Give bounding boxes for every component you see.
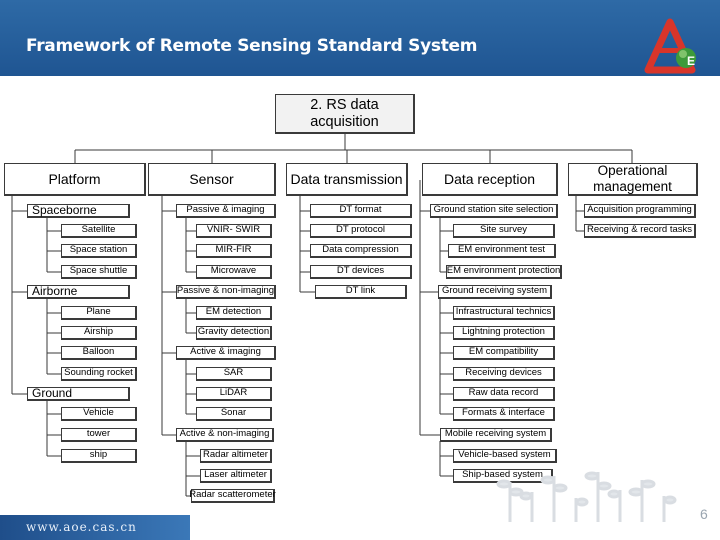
decorative-plants-graphic <box>496 471 677 522</box>
sensor-category-active-non-imaging: Active & non-imaging <box>176 428 274 442</box>
dr-item-em-environment-test: EM environment test <box>448 244 556 258</box>
dr-category-ground-station-site-selection: Ground station site selection <box>430 204 558 218</box>
platform-item-tower: tower <box>61 428 137 442</box>
sensor-item-radar-scatterometer: Radar scatterometer <box>189 489 276 503</box>
sensor-item-lidar: LiDAR <box>196 387 272 401</box>
root-line-2: acquisition <box>310 113 379 130</box>
sensor-category-passive-imaging: Passive & imaging <box>176 204 276 218</box>
dr-item-site-survey: Site survey <box>453 224 555 238</box>
sensor-item-laser-altimeter: Laser altimeter <box>200 469 272 483</box>
footer-bar <box>0 515 190 540</box>
operational-management-label: Operational management <box>593 163 672 194</box>
sensor-category-passive-non-imaging: Passive & non-imaging <box>176 285 276 299</box>
slide-title: Framework of Remote Sensing Standard Sys… <box>26 36 478 56</box>
column-header-operational-management: Operational management <box>568 163 698 196</box>
platform-category-spaceborne: Spaceborne <box>27 203 130 218</box>
platform-item-satellite: Satellite <box>61 224 137 238</box>
platform-item-space-station: Space station <box>61 244 137 258</box>
dt-item-protocol: DT protocol <box>310 224 412 238</box>
root-node-rs-data-acquisition: 2. RS data acquisition <box>275 94 415 134</box>
platform-item-airship: Airship <box>61 326 137 340</box>
sensor-item-em-detection: EM detection <box>196 306 272 320</box>
sensor-item-vnir-swir: VNIR- SWIR <box>196 224 272 238</box>
dr-item-infrastructural-technics: Infrastructural technics <box>453 306 555 320</box>
dt-item-data-compression: Data compression <box>310 244 412 258</box>
dr-item-vehicle-based-system: Vehicle-based system <box>453 449 557 463</box>
sensor-category-active-imaging: Active & imaging <box>176 346 276 360</box>
column-header-sensor: Sensor <box>148 163 276 196</box>
dr-item-formats-interface: Formats & interface <box>453 407 555 421</box>
dt-item-format: DT format <box>310 204 412 218</box>
column-header-data-reception: Data reception <box>422 163 558 196</box>
platform-item-vehicle: Vehicle <box>61 407 137 421</box>
platform-category-airborne: Airborne <box>27 284 130 299</box>
platform-item-space-shuttle: Space shuttle <box>61 265 137 279</box>
dt-item-devices: DT devices <box>310 265 412 279</box>
sensor-item-sonar: Sonar <box>196 407 272 421</box>
sensor-item-mir-fir: MIR-FIR <box>196 244 272 258</box>
om-item-receiving-record-tasks: Receiving & record tasks <box>584 224 696 238</box>
platform-category-ground: Ground <box>27 386 130 401</box>
column-header-data-transmission: Data transmission <box>286 163 408 196</box>
root-line-1: 2. RS data <box>310 96 379 113</box>
dr-category-ground-receiving-system: Ground receiving system <box>438 285 552 299</box>
dr-item-raw-data-record: Raw data record <box>453 387 555 401</box>
dt-item-link: DT link <box>315 285 407 299</box>
page-number: 6 <box>700 506 708 522</box>
dr-item-lightning-protection: Lightning protection <box>453 326 555 340</box>
slide-header <box>0 0 720 76</box>
dr-category-mobile-receiving-system: Mobile receiving system <box>440 428 552 442</box>
sensor-item-radar-altimeter: Radar altimeter <box>200 449 272 463</box>
aoe-logo: E <box>644 18 696 74</box>
om-item-acquisition-programming: Acquisition programming <box>584 204 696 218</box>
svg-text:E: E <box>687 54 695 68</box>
platform-item-sounding-rocket: Sounding rocket <box>61 367 137 381</box>
dr-item-em-compatibility: EM compatibility <box>453 346 555 360</box>
dr-item-receiving-devices: Receiving devices <box>453 367 555 381</box>
sensor-item-microwave: Microwave <box>196 265 272 279</box>
platform-item-balloon: Balloon <box>61 346 137 360</box>
sensor-item-sar: SAR <box>196 367 272 381</box>
platform-item-plane: Plane <box>61 306 137 320</box>
column-header-platform: Platform <box>4 163 146 196</box>
platform-item-ship: ship <box>61 449 137 463</box>
sensor-item-gravity-detection: Gravity detection <box>196 326 272 340</box>
footer-url: www.aoe.cas.cn <box>26 520 137 534</box>
dr-item-em-environment-protection: EM environment protection <box>446 265 562 279</box>
